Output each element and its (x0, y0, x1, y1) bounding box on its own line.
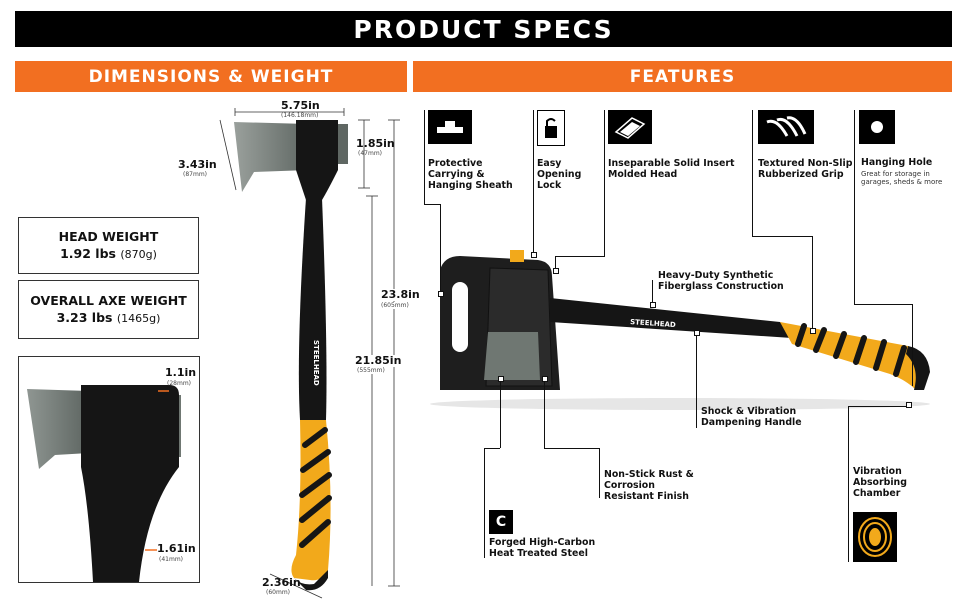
head-weight-value: 1.92 lbs (870g) (60, 246, 157, 261)
sheath-icon (428, 110, 472, 144)
leader-line (555, 256, 605, 257)
blade-thickness-mm: (28mm) (167, 380, 192, 387)
neck-thickness-mm: (41mm) (159, 556, 184, 563)
leader-line (848, 406, 849, 562)
lock-icon (537, 110, 565, 146)
leader-line (484, 448, 500, 449)
overall-weight-box: OVERALL AXE WEIGHT 3.23 lbs (1465g) (18, 280, 199, 339)
neck-thickness-dim: 1.61in (157, 542, 196, 555)
head-width-dim: 5.75in (281, 99, 320, 112)
hole-icon (859, 110, 895, 144)
head-closeup-box: 1.1in (28mm) 1.61in (41mm) (18, 356, 200, 583)
leader-line (848, 406, 908, 407)
leader-dot (906, 402, 912, 408)
leader-line (555, 256, 556, 270)
overall-length-mm: (605mm) (381, 302, 409, 309)
brand-logo-vertical: STEELHEAD (312, 340, 320, 386)
handle-length-dim: 21.85in (355, 354, 402, 367)
leader-line (652, 280, 653, 304)
leader-line (533, 110, 534, 254)
leader-dot (650, 302, 656, 308)
axe-vertical-illustration: STEELHEAD (219, 108, 400, 599)
leader-line (544, 448, 599, 449)
feature-sheath-label: Protective Carrying & Hanging Sheath (428, 158, 513, 191)
feature-insert-label: Inseparable Solid Insert Molded Head (608, 158, 735, 180)
axe-horizontal-illustration: STEELHEAD (430, 250, 930, 410)
insert-icon (608, 110, 652, 144)
leader-dot (531, 252, 537, 258)
overall-length-dim: 23.8in (381, 288, 420, 301)
head-weight-box: HEAD WEIGHT 1.92 lbs (870g) (18, 217, 199, 274)
leader-line (604, 110, 605, 256)
leader-line (696, 332, 697, 428)
features-section-header: FEATURES (413, 61, 952, 92)
head-weight-label: HEAD WEIGHT (58, 229, 159, 244)
feature-dampening-label: Shock & Vibration Dampening Handle (701, 406, 802, 428)
leader-dot (553, 268, 559, 274)
leader-dot (438, 291, 444, 297)
leader-line (440, 204, 441, 294)
leader-dot (810, 328, 816, 334)
leader-line (912, 304, 913, 386)
dimensions-section-header: DIMENSIONS & WEIGHT (15, 61, 407, 92)
leader-line (500, 380, 501, 448)
overall-weight-value: 3.23 lbs (1465g) (56, 310, 161, 325)
feature-hole-sub: Great for storage in garages, sheds & mo… (861, 170, 943, 186)
feature-fiberglass-label: Heavy-Duty Synthetic Fiberglass Construc… (658, 270, 784, 292)
leader-line (752, 110, 753, 236)
feature-chamber-label: Vibration Absorbing Chamber (853, 466, 907, 499)
head-closeup-illustration (27, 385, 181, 582)
leader-line (424, 110, 425, 204)
leader-line (752, 236, 812, 237)
chamber-icon (853, 512, 897, 562)
feature-steel-label: Forged High-Carbon Heat Treated Steel (489, 537, 596, 559)
leader-line (812, 236, 813, 330)
leader-line (424, 204, 440, 205)
leader-line (854, 110, 855, 304)
head-width-mm: (146.18mm) (281, 112, 319, 119)
leader-line (854, 304, 912, 305)
leader-dot (542, 376, 548, 382)
steel-icon: C (489, 510, 513, 534)
overall-weight-label: OVERALL AXE WEIGHT (30, 293, 187, 308)
page-title: PRODUCT SPECS (15, 11, 952, 47)
blade-thickness-dim: 1.1in (165, 366, 197, 379)
leader-dot (498, 376, 504, 382)
grip-width-mm: (60mm) (266, 589, 291, 596)
head-height-dim: 3.43in (178, 158, 217, 171)
handle-length-mm: (555mm) (357, 367, 385, 374)
feature-lock-label: Easy Opening Lock (537, 158, 582, 191)
grip-icon (758, 110, 814, 144)
leader-line (484, 448, 485, 558)
leader-line (599, 448, 600, 498)
feature-hole-label: Hanging Hole (861, 157, 933, 168)
feature-finish-label: Non-Stick Rust & Corrosion Resistant Fin… (604, 469, 694, 502)
feature-grip-label: Textured Non-Slip Rubberized Grip (758, 158, 853, 180)
grip-width-dim: 2.36in (262, 576, 301, 589)
head-height-mm: (87mm) (183, 171, 208, 178)
leader-line (544, 380, 545, 448)
brand-logo-horizontal: STEELHEAD (630, 318, 676, 329)
head-depth-dim: 1.85in (356, 137, 395, 150)
leader-dot (694, 330, 700, 336)
head-depth-mm: (47mm) (358, 150, 383, 157)
